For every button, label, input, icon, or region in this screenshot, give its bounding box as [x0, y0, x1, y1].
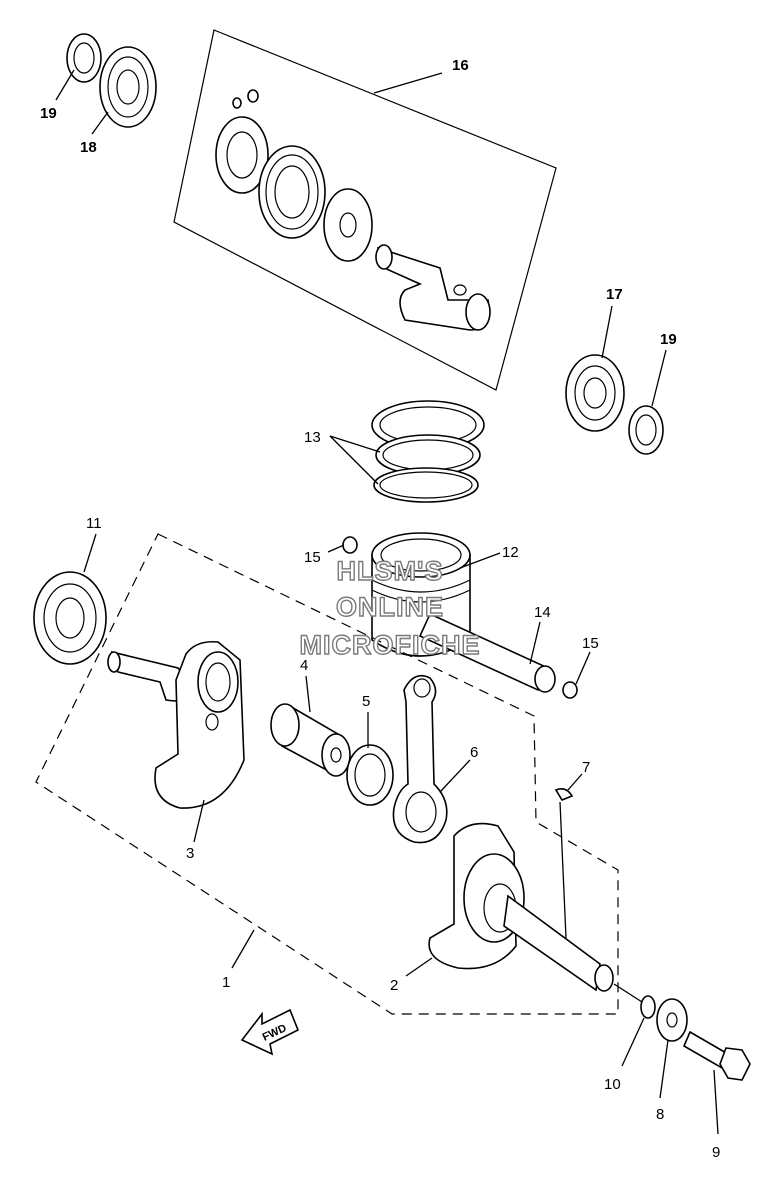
bearing-left[interactable]: [33, 571, 107, 665]
o-ring[interactable]: [640, 995, 656, 1019]
callout-12: 12: [502, 544, 519, 561]
woodruff-key[interactable]: [554, 788, 574, 801]
hex-bolt[interactable]: [682, 1030, 751, 1081]
plain-washer[interactable]: [656, 998, 688, 1042]
oil-seal-top-left[interactable]: [66, 33, 102, 83]
watermark-line-2: ONLINE: [336, 592, 444, 622]
oil-seal-right[interactable]: [628, 405, 664, 455]
watermark-line-1: HLSM'S: [337, 556, 444, 586]
balancer-assembly[interactable]: [215, 89, 491, 331]
connecting-rod[interactable]: [392, 674, 448, 844]
bearing-top-left[interactable]: [99, 46, 157, 128]
callout-18: 18: [80, 139, 97, 156]
bearing-right[interactable]: [565, 354, 625, 432]
crank-left[interactable]: [107, 640, 245, 809]
callout-5: 5: [362, 693, 370, 710]
leader-lines: [55, 69, 719, 1135]
callout-9: 9: [712, 1144, 720, 1161]
crank-pin[interactable]: [270, 703, 351, 777]
watermark-line-3: MICROFICHE: [300, 630, 481, 660]
callout-1: 1: [222, 974, 230, 991]
callout-15-upper: 15: [304, 549, 321, 566]
forward-direction-arrow: FWD: [240, 1008, 300, 1056]
piston-pin[interactable]: [418, 612, 556, 693]
callout-16: 16: [452, 57, 469, 74]
callout-19-right: 19: [660, 331, 677, 348]
callout-15-lower: 15: [582, 635, 599, 652]
callout-6: 6: [470, 744, 478, 761]
callout-17: 17: [606, 286, 623, 303]
circlip-lower[interactable]: [562, 681, 578, 699]
callout-7: 7: [582, 759, 590, 776]
crank-right[interactable]: [428, 822, 614, 992]
callout-14: 14: [534, 604, 551, 621]
callout-2: 2: [390, 977, 398, 994]
callout-8: 8: [656, 1106, 664, 1123]
callout-13: 13: [304, 429, 321, 446]
callout-10: 10: [604, 1076, 621, 1093]
piston-ring-set[interactable]: [371, 400, 485, 503]
callout-4: 4: [300, 657, 308, 674]
circlip-upper[interactable]: [342, 536, 358, 554]
callout-19-top: 19: [40, 105, 57, 122]
needle-bearing[interactable]: [346, 744, 394, 806]
callout-11: 11: [86, 515, 102, 532]
watermark: HLSM'S ONLINE MICROFICHE: [299, 555, 481, 660]
callout-3: 3: [186, 845, 194, 862]
balancer-assembly-frame: [173, 29, 557, 391]
